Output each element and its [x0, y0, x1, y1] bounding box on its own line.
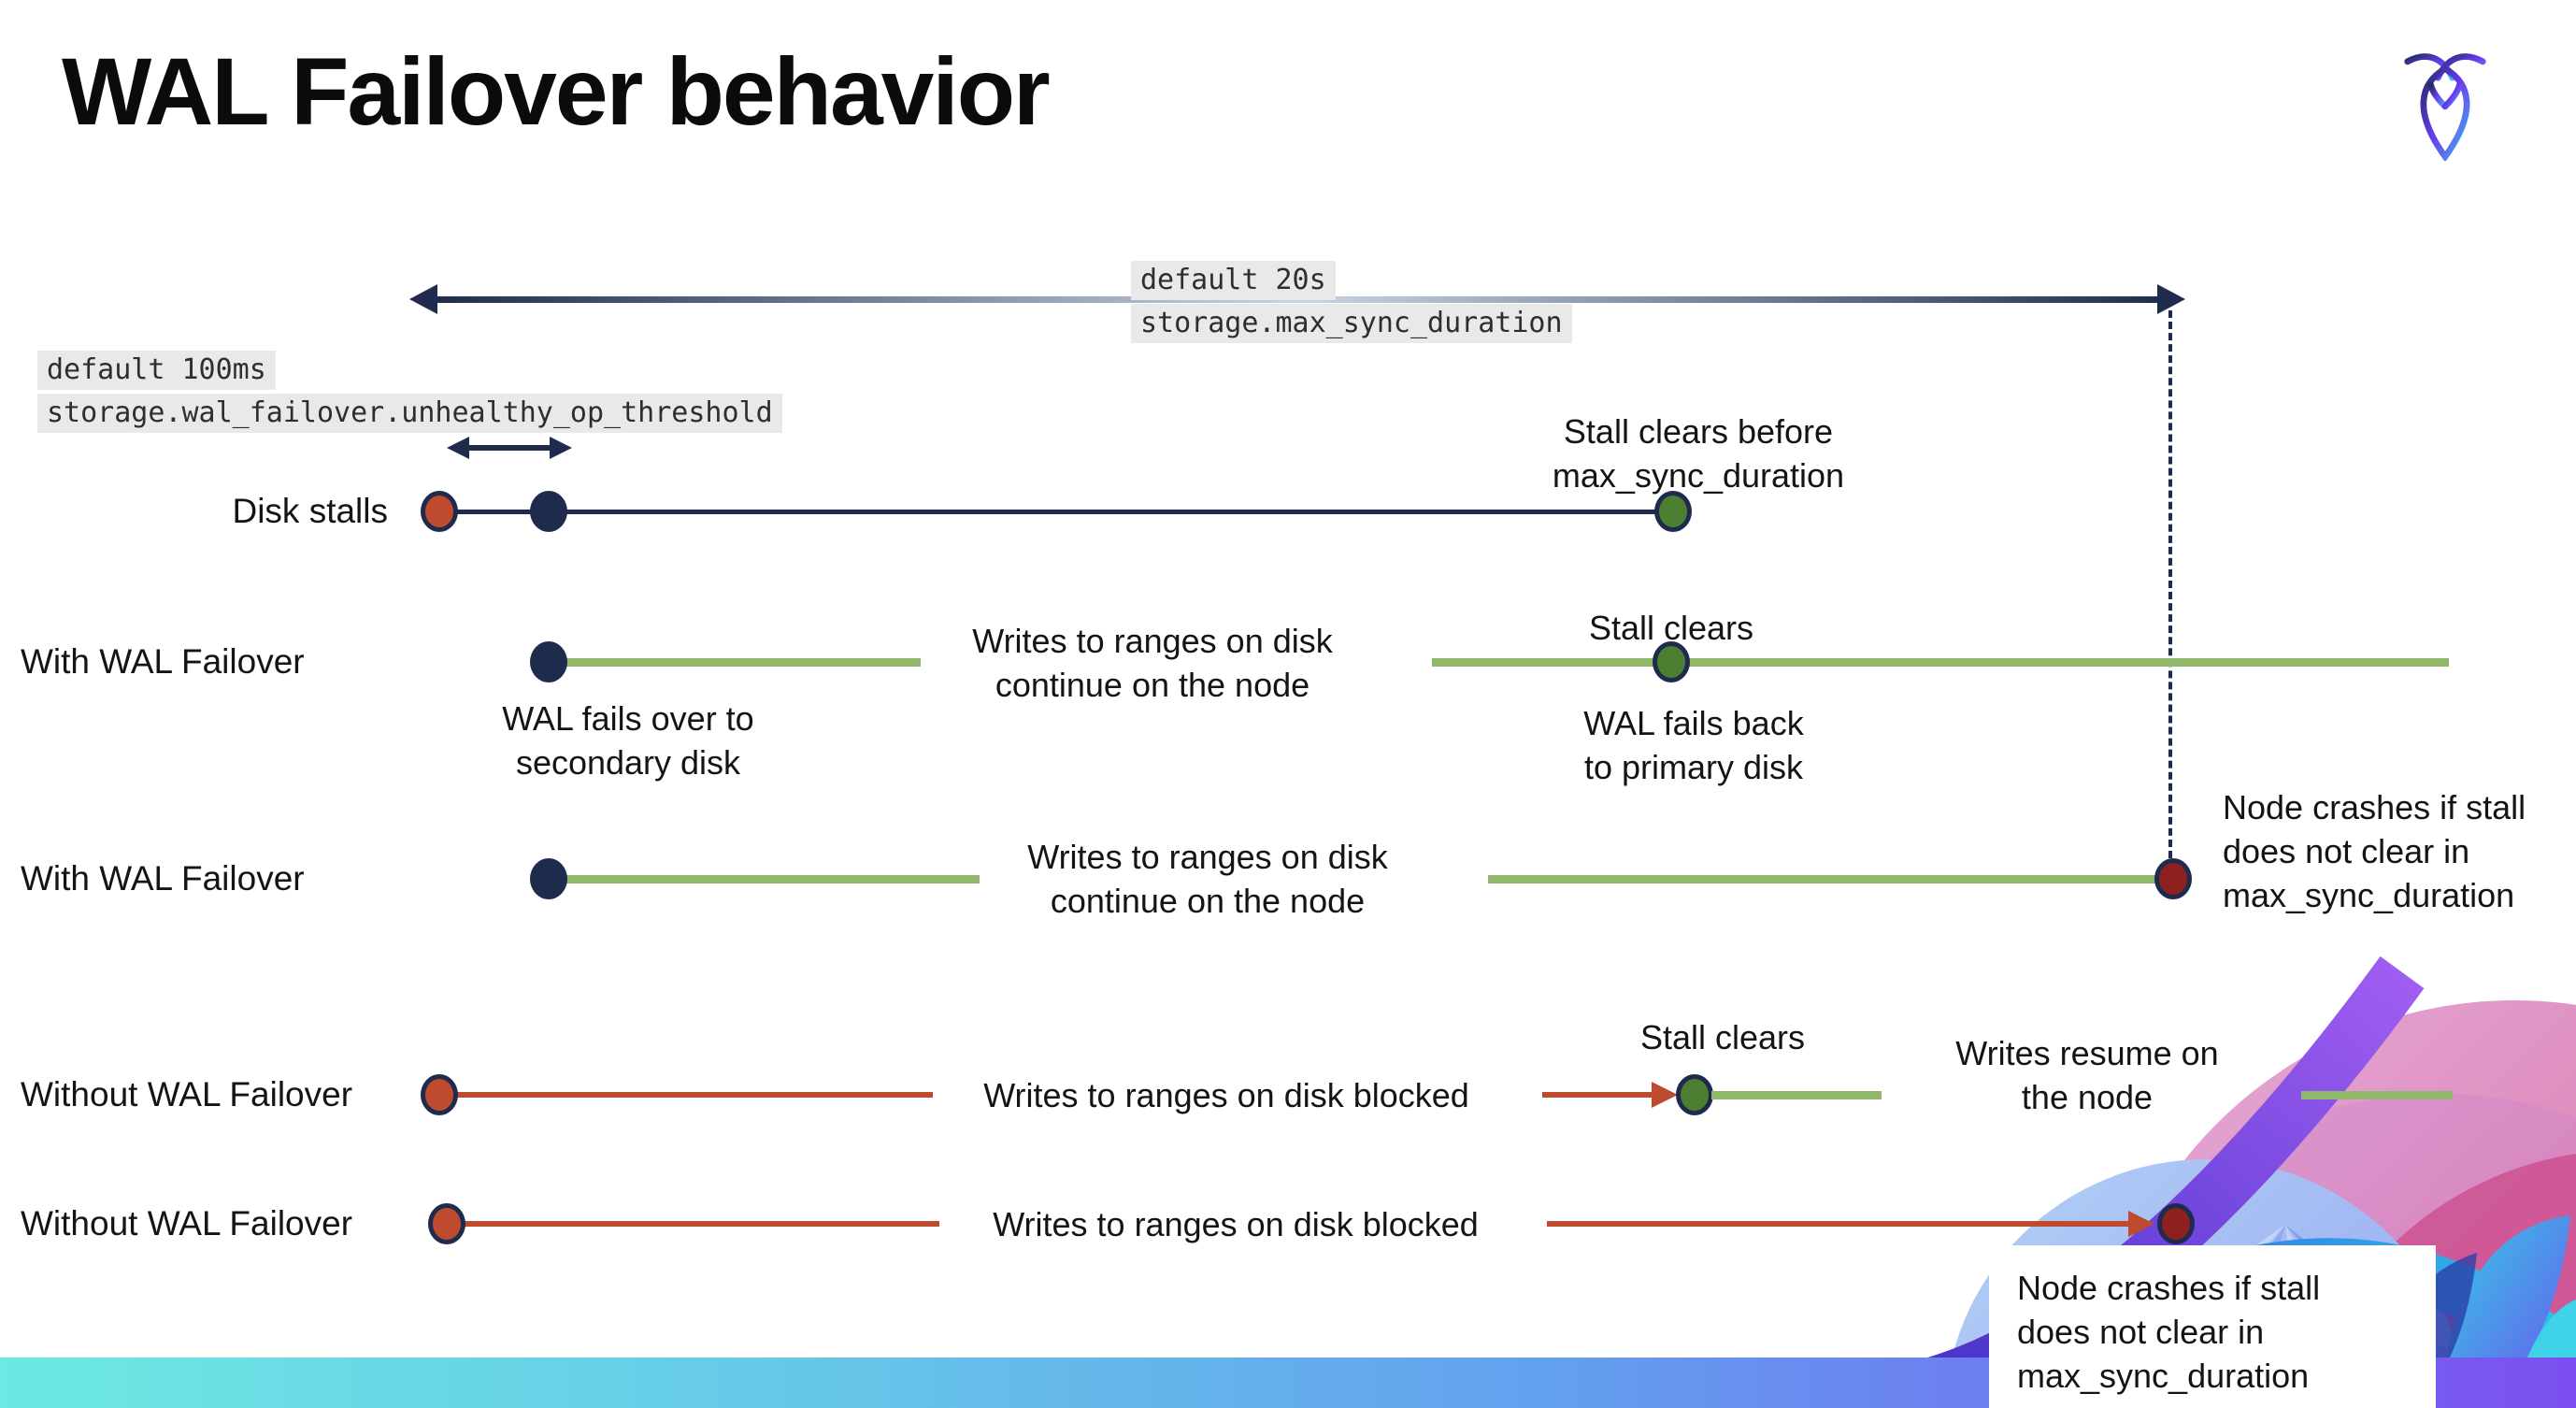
- annotation-node-crashes-1: Node crashes if stall does not clear in …: [2223, 788, 2526, 914]
- cockroachdb-logo-icon: [2404, 53, 2486, 161]
- page-title: WAL Failover behavior: [62, 38, 1051, 145]
- max-sync-duration-label: default 20s storage.max_sync_duration: [1131, 261, 1572, 343]
- unhealthy-op-default-chip: default 100ms: [37, 351, 276, 390]
- max-sync-deadline-dashed-line: [2168, 310, 2172, 858]
- row-label-without-wal-failover-1: Without WAL Failover: [21, 1075, 353, 1113]
- writes-resume-line: [1711, 1091, 1882, 1099]
- threshold-arrowhead-right-icon: [550, 437, 572, 459]
- annotation-stall-clears-2: Stall clears: [1639, 1018, 1806, 1056]
- annotation-writes-continue-1: Writes to ranges on disk continue on the…: [972, 622, 1333, 704]
- row-label-disk-stalls: Disk stalls: [232, 492, 388, 530]
- failover-dot: [530, 641, 567, 682]
- annotation-writes-resume: Writes resume on the node: [1955, 1034, 2219, 1116]
- writes-continue-line: [549, 658, 921, 667]
- unhealthy-op-threshold-label: default 100ms storage.wal_failover.unhea…: [37, 351, 782, 433]
- annotation-node-crashes-2: Node crashes if stall does not clear in …: [2017, 1269, 2321, 1395]
- annotation-writes-continue-2: Writes to ranges on disk continue on the…: [1027, 838, 1388, 920]
- row-label-with-wal-failover-2: With WAL Failover: [21, 859, 305, 898]
- writes-resume-line: [2301, 1091, 2453, 1099]
- stall-start-dot: [428, 1203, 465, 1244]
- blocked-arrowhead-icon: [2128, 1211, 2154, 1237]
- unhealthy-op-setting-chip: storage.wal_failover.unhealthy_op_thresh…: [37, 394, 782, 433]
- writes-continue-line: [1488, 875, 2173, 884]
- row-label-without-wal-failover-2: Without WAL Failover: [21, 1204, 353, 1243]
- max-sync-setting-chip: storage.max_sync_duration: [1131, 304, 1572, 343]
- stall-start-dot: [421, 491, 458, 532]
- threshold-reached-dot: [530, 491, 567, 532]
- writes-blocked-line: [1547, 1221, 2136, 1227]
- annotation-writes-blocked-2: Writes to ranges on disk blocked: [993, 1205, 1479, 1243]
- threshold-span-line: [465, 445, 551, 451]
- stall-start-dot: [421, 1074, 458, 1115]
- max-sync-default-chip: default 20s: [1131, 261, 1336, 300]
- threshold-arrowhead-left-icon: [447, 437, 469, 459]
- stall-clears-dot: [1653, 641, 1690, 682]
- arrowhead-right-icon: [2157, 284, 2185, 314]
- writes-continue-line: [1432, 658, 2449, 667]
- stall-clears-dot: [1676, 1074, 1713, 1115]
- failover-dot: [530, 858, 567, 899]
- arrowhead-left-icon: [409, 284, 437, 314]
- stall-clears-dot: [1654, 491, 1692, 532]
- node-crashes-callout-box: Node crashes if stall does not clear in …: [1989, 1245, 2436, 1408]
- row-label-with-wal-failover-1: With WAL Failover: [21, 642, 305, 681]
- writes-blocked-line: [439, 1092, 933, 1098]
- writes-blocked-line: [447, 1221, 939, 1227]
- blocked-arrowhead-icon: [1652, 1082, 1678, 1108]
- node-crash-dot: [2154, 858, 2192, 899]
- writes-continue-line: [549, 875, 980, 884]
- annotation-stall-clears-1: Stall clears: [1588, 609, 1754, 647]
- annotation-wal-fails-back: WAL fails back to primary disk: [1583, 704, 1804, 786]
- annotation-stall-clears-before: Stall clears before max_sync_duration: [1552, 412, 1845, 495]
- disk-stall-timeline: [439, 510, 1673, 514]
- node-crash-dot: [2157, 1203, 2195, 1244]
- annotation-writes-blocked-1: Writes to ranges on disk blocked: [983, 1076, 1469, 1114]
- writes-blocked-line: [1542, 1092, 1659, 1098]
- annotation-wal-fails-over: WAL fails over to secondary disk: [502, 699, 754, 782]
